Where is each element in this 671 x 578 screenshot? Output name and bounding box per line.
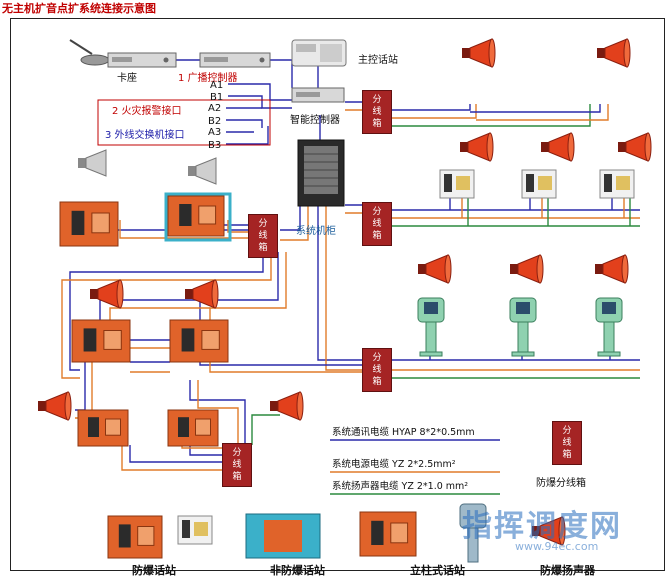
power-cable [476, 104, 609, 121]
junction-box: 分线箱 [362, 90, 392, 134]
column-station-icon [459, 503, 487, 563]
power-cable [61, 252, 272, 379]
speaker-horn-icon [532, 516, 566, 546]
non-ex-station-icon [164, 192, 321, 559]
explosion-proof-phone-icon [77, 409, 129, 447]
speaker-horn-icon [38, 391, 72, 421]
comm-cable [392, 104, 471, 111]
ex-phone-station-icon [521, 169, 557, 199]
speaker-horn-grey-icon [78, 149, 107, 177]
comm-cable [189, 380, 246, 445]
power-cable [227, 220, 248, 233]
speaker-horn-icon [510, 254, 544, 284]
port-b1-label: B1 [210, 92, 224, 103]
speaker-horn-icon [418, 254, 452, 284]
speaker-horn-icon [595, 254, 629, 284]
smart-controller-label: 智能控制器 [290, 115, 340, 126]
card-seat-label: 卡座 [117, 73, 137, 84]
ex-phone-station-icon [599, 169, 635, 199]
power-cable [119, 220, 248, 239]
system-cabinet-device [297, 139, 345, 207]
master-station-device [291, 39, 347, 67]
speaker-cable [251, 414, 280, 445]
port-a2-label: A2 [208, 103, 222, 114]
legend-power-label: 系统电源电缆 YZ 2*2.5mm² [332, 459, 456, 470]
speaker-horn-icon [90, 279, 124, 309]
watermark-url: www.94ec.com [515, 540, 599, 553]
power-cable [109, 307, 210, 320]
junction-box: 分线箱 [362, 202, 392, 246]
junction-box: 分线箱 [222, 443, 252, 487]
comm-cable [69, 252, 264, 371]
caption-ex-station: 防爆话站 [132, 564, 176, 577]
power-cable [392, 104, 477, 119]
watermark-text: 指挥调度网 [462, 509, 622, 544]
diagram-title: 无主机扩音点扩系统连接示意图 [2, 2, 156, 15]
microphone-icon [69, 39, 110, 66]
caption-column-station: 立柱式话站 [410, 564, 465, 577]
port-a3-label: A3 [208, 127, 222, 138]
comm-cable [280, 205, 301, 231]
power-cable [325, 205, 362, 371]
port-a1-label: A1 [210, 80, 224, 91]
junction-box: 分线箱 [248, 214, 278, 258]
comm-cable [228, 83, 292, 101]
explosion-proof-phone-icon [167, 195, 225, 237]
caption-ex-speaker: 防爆扬声器 [540, 564, 595, 577]
master-station-label: 主控话站 [358, 55, 398, 66]
column-station-icon [595, 297, 623, 357]
legend-junction-box: 分线箱 [552, 421, 582, 465]
explosion-proof-phone-icon [169, 319, 229, 363]
explosion-proof-phone-icon [107, 515, 163, 559]
comm-cable [317, 205, 362, 361]
comm-cable [97, 99, 271, 146]
ex-phone-station-icon [439, 169, 475, 199]
broadcast-controller-device [199, 52, 271, 68]
legend-speaker-label: 系统扬声器电缆 YZ 2*1.0 mm² [332, 481, 469, 492]
power-cable [121, 445, 222, 471]
port-b3-label: B3 [208, 140, 222, 151]
column-station-icon [509, 297, 537, 357]
speaker-horn-icon [541, 132, 575, 162]
speaker-horn-icon [462, 38, 496, 68]
speaker-horn-icon [460, 132, 494, 162]
comm-cable [226, 119, 263, 128]
caption-non-ex-station: 非防爆话站 [270, 564, 325, 577]
power-cable [197, 380, 239, 445]
card-seat-device [107, 52, 177, 68]
legend-comm-label: 系统通讯电缆 HYAP 8*2*0.5mm [332, 427, 475, 438]
explosion-proof-phone-icon [359, 511, 417, 557]
speaker-horn-grey-icon [188, 157, 217, 185]
explosion-proof-phone-icon [59, 201, 119, 247]
broadcast-controller-label: 1 广播控制器 [178, 73, 238, 84]
comm-cable [226, 126, 269, 145]
power-cable [280, 205, 309, 241]
legend-jbox-label: 防爆分线箱 [536, 478, 586, 489]
power-cable [209, 252, 287, 320]
ex-phone-station-icon [177, 515, 213, 545]
explosion-proof-phone-icon [167, 409, 219, 447]
comm-cable [228, 95, 292, 109]
explosion-proof-phone-icon [71, 319, 131, 363]
fire-alarm-label: 2 火灾报警接口 [112, 106, 182, 117]
speaker-cable [392, 104, 591, 127]
comm-cable [129, 445, 222, 463]
system-cabinet-label: 系统机柜 [296, 226, 336, 237]
speaker-horn-icon [597, 38, 631, 68]
comm-cable [470, 104, 601, 113]
speaker-horn-icon [270, 391, 304, 421]
port-b2-label: B2 [208, 116, 222, 127]
ext-exchange-label: 3 外线交换机接口 [105, 130, 185, 141]
comm-cable [270, 59, 293, 88]
diagram-frame [10, 18, 665, 571]
speaker-horn-icon [618, 132, 652, 162]
speaker-horn-icon [185, 279, 219, 309]
smart-controller-device [291, 87, 345, 103]
junction-box: 分线箱 [362, 348, 392, 392]
comm-cable [199, 252, 279, 320]
column-station-icon [417, 297, 445, 357]
